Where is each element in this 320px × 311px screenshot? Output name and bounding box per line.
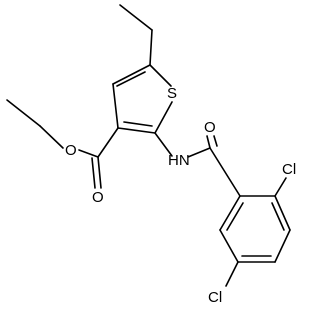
chlorine-meta-label: Cl	[208, 289, 222, 306]
bond-c3-c2-double	[123, 121, 153, 127]
bond-ch2-ch3	[6, 99, 41, 127]
bond-c4-c3	[112, 83, 119, 129]
chlorine-ortho-label: Cl	[282, 161, 296, 178]
molecule-diagram: S O HN Cl Cl O O	[6, 4, 296, 306]
bond-ester-co-1	[97, 156, 102, 189]
bond-ethyl-ch2	[149, 29, 153, 66]
bond-ar5-cl	[225, 261, 239, 287]
bond-ester-c-o	[78, 149, 99, 158]
amide-nitrogen-label: HN	[168, 152, 190, 169]
bond-c5-c4-double	[116, 71, 146, 87]
bond-c5-s	[149, 64, 172, 87]
ester-carbonyl-oxygen-label: O	[92, 189, 104, 206]
bond-ester-co-2	[91, 157, 96, 189]
bond-c2-n	[154, 132, 173, 157]
bond-ar2-ar3	[274, 195, 291, 231]
bond-amide-co-2	[213, 135, 218, 147]
bond-o-ch2	[39, 125, 64, 149]
bond-n-carbonyl	[187, 147, 211, 158]
bond-ar3-ar4	[274, 229, 291, 263]
bond-ar2-ar3-double	[271, 202, 285, 231]
bond-carbonyl-aryl	[209, 147, 241, 197]
bond-ar6-ar1	[219, 195, 241, 231]
sulfur-label: S	[167, 85, 177, 102]
bonds	[6, 4, 291, 287]
amide-oxygen-label: O	[204, 119, 216, 136]
bond-s-c2	[154, 101, 173, 134]
bond-ethyl-ch3	[119, 4, 153, 31]
ester-ether-oxygen-label: O	[65, 142, 77, 159]
bond-amide-co-1	[206, 135, 211, 149]
bond-c3-c2	[117, 127, 156, 134]
atom-labels: S O HN Cl Cl O O	[65, 85, 296, 306]
bond-ar2-cl	[274, 177, 287, 197]
bond-ar6-ar1-double	[226, 202, 244, 231]
bond-c3-ester	[97, 127, 119, 158]
bond-c5-c4	[112, 64, 151, 85]
bond-ar5-ar6	[219, 229, 239, 263]
